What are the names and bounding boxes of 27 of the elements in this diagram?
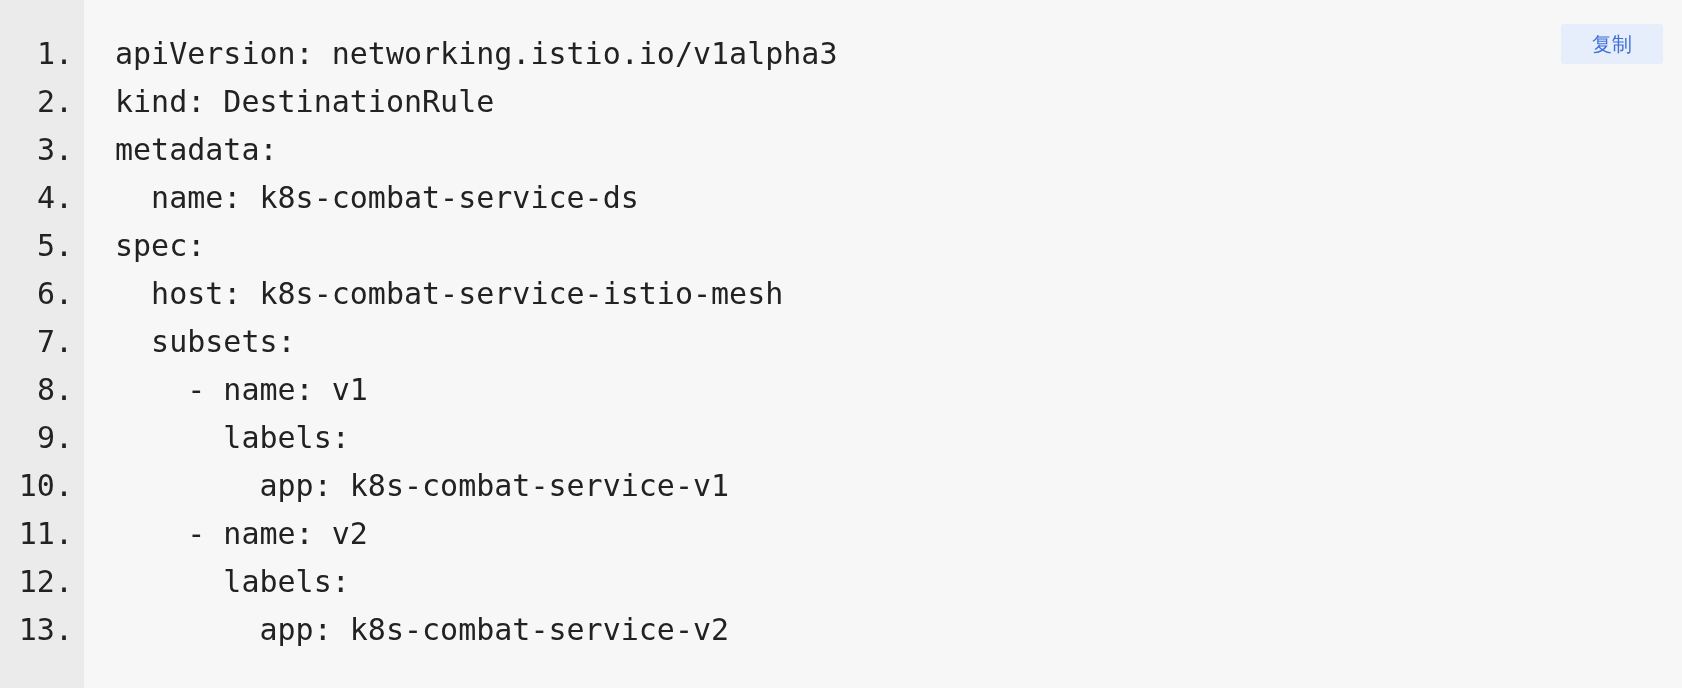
code-line: subsets: [151,324,296,360]
line-number: 12. [18,564,73,600]
code-line: kind: DestinationRule [115,84,495,120]
line-number: 8. [36,372,73,408]
line-number: 9. [36,420,73,456]
line-number: 13. [18,612,73,648]
line-number: 7. [36,324,73,360]
code-line: app: k8s-combat-service-v2 [259,612,730,648]
code-line: name: k8s-combat-service-ds [151,180,639,216]
code-line: - name: v2 [187,516,368,552]
line-number: 3. [36,132,73,168]
line-number: 11. [18,516,73,552]
line-number: 4. [36,180,73,216]
code-line: app: k8s-combat-service-v1 [259,468,730,504]
line-number: 6. [36,276,73,312]
code-line: - name: v1 [187,372,368,408]
code-line: metadata: [115,132,278,168]
code-line: labels: [223,420,350,456]
code-line: spec: [115,228,206,264]
line-number: 2. [36,84,73,120]
line-number: 10. [18,468,73,504]
code-line: host: k8s-combat-service-istio-mesh [151,276,784,312]
line-number: 1. [36,36,73,72]
code-line: apiVersion: networking.istio.io/v1alpha3 [115,36,838,72]
line-number: 5. [36,228,73,264]
copy-button: 复制 [1561,24,1663,64]
code-line: labels: [223,564,350,600]
